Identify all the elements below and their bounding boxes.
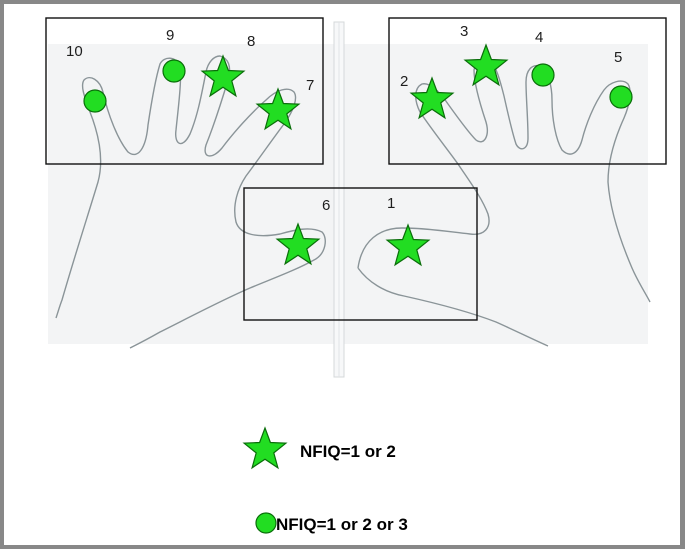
- right-four-finger-box: [388, 17, 667, 165]
- finger-number-5: 5: [614, 49, 622, 66]
- finger-number-8: 8: [247, 33, 255, 50]
- finger-number-7: 7: [306, 77, 314, 94]
- finger-2-star-marker: [409, 76, 455, 120]
- finger-1-star-marker: [385, 223, 431, 267]
- finger-number-10: 10: [66, 43, 83, 60]
- legend-star-label: NFIQ=1 or 2: [300, 442, 396, 461]
- finger-number-4: 4: [535, 29, 543, 46]
- finger-4-circle-marker: [531, 63, 555, 87]
- finger-6-star-marker: [275, 222, 321, 266]
- left-four-finger-box: [45, 17, 324, 165]
- thumbs-box: [243, 187, 478, 321]
- finger-5-circle-marker: [609, 85, 633, 109]
- legend-star-marker: [242, 426, 288, 470]
- finger-number-2: 2: [400, 73, 408, 90]
- legend-circle-icon: [255, 512, 277, 534]
- finger-number-1: 1: [387, 195, 395, 212]
- legend-circle-label: NFIQ=1 or 2 or 3: [276, 515, 408, 534]
- finger-number-9: 9: [166, 27, 174, 44]
- finger-number-3: 3: [460, 23, 468, 40]
- legend-star-icon: [242, 426, 288, 470]
- scan-background: [48, 44, 648, 344]
- legend: NFIQ=1 or 2 NFIQ=1 or 2 or 3: [242, 426, 408, 534]
- finger-8-star-marker: [200, 54, 246, 98]
- finger-number-6: 6: [322, 197, 330, 214]
- legend-circle-marker: [255, 512, 277, 534]
- finger-3-star-marker: [463, 43, 509, 87]
- finger-10-circle-marker: [83, 89, 107, 113]
- finger-7-star-marker: [255, 87, 301, 131]
- quality-markers: [83, 43, 633, 267]
- finger-9-circle-marker: [162, 59, 186, 83]
